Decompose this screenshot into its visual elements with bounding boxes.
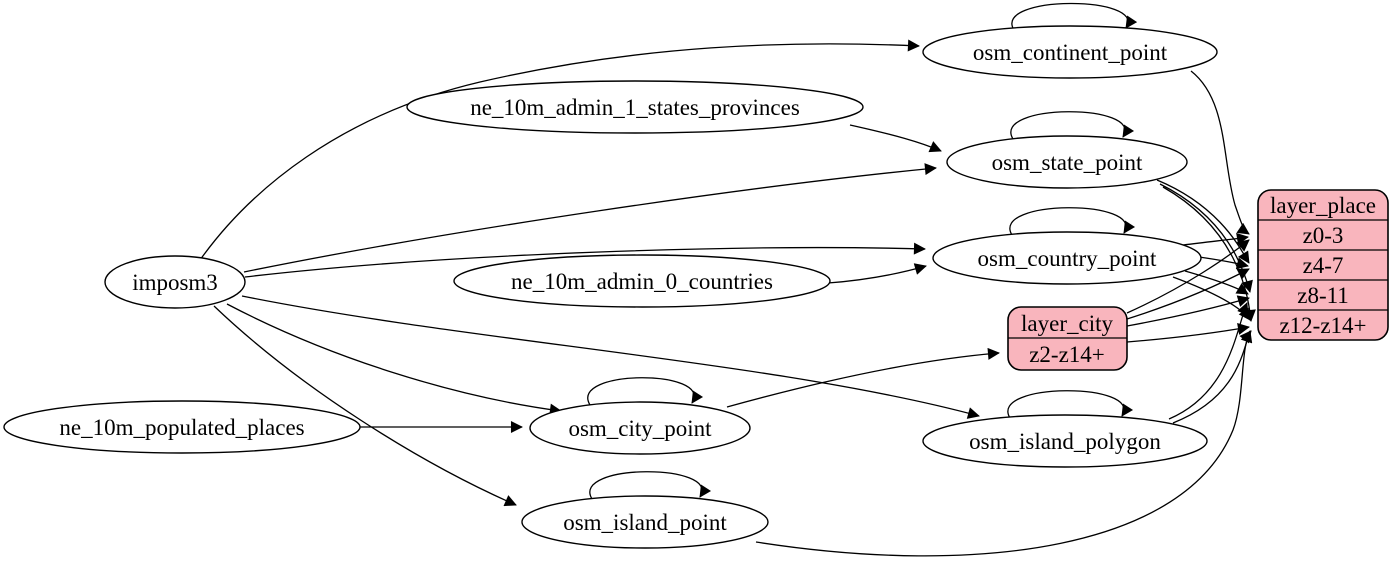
edge-ne-admin0-to-osm-country-point [827, 263, 927, 284]
node-osm-island-polygon: osm_island_polygon [922, 414, 1208, 468]
edge-osm-country-point-to-layer-place-z0-3 [1182, 232, 1249, 246]
node-label: osm_state_point [992, 150, 1143, 175]
edge-osm-island-polygon-to-layer-place-z8-11 [1168, 302, 1249, 420]
node-label: osm_city_point [568, 416, 712, 441]
record-row-z8-11: z8-11 [1297, 283, 1349, 308]
node-label: ne_10m_admin_1_states_provinces [470, 95, 800, 120]
edge-osm-island-point-to-layer-place-z12 [755, 330, 1252, 557]
record-shape [1257, 189, 1389, 341]
self-loop-osm-city-point [587, 377, 704, 406]
node-ne-10m-admin-0-countries: ne_10m_admin_0_countries [453, 254, 831, 308]
self-loop-osm-country-point [1009, 207, 1136, 236]
node-ne-10m-admin-1-states-provinces: ne_10m_admin_1_states_provinces [406, 80, 864, 134]
node-osm-country-point: osm_country_point [932, 231, 1202, 285]
edge-layer-city-to-layer-place-z8-11 [1126, 295, 1250, 327]
edge-osm-country-point-to-layer-place-z4-7 [1198, 256, 1249, 270]
node-label: ne_10m_populated_places [59, 415, 304, 440]
edge-osm-city-point-to-layer-city-z2 [726, 347, 1000, 408]
node-shape [453, 254, 831, 308]
node-osm-city-point: osm_city_point [529, 401, 751, 455]
node-osm-island-point: osm_island_point [521, 495, 769, 549]
node-imposm3: imposm3 [104, 255, 246, 309]
edge-ne-admin1-to-osm-state-point [849, 124, 942, 153]
record-layer-place: layer_place z0-3 z4-7 z8-11 z12-z14+ [1257, 189, 1389, 341]
self-loop-osm-continent-point [1011, 2, 1138, 31]
edge-layer-city-to-layer-place-z4-7 [1126, 268, 1250, 320]
node-shape [104, 255, 246, 309]
edge-imposm3-to-osm-continent-point [199, 39, 920, 261]
node-shape [922, 25, 1218, 79]
node-label: osm_island_polygon [969, 429, 1161, 454]
node-shape [521, 495, 769, 549]
edge-osm-country-point-to-layer-place-z8-11 [1184, 270, 1249, 295]
node-shape [922, 414, 1208, 468]
node-label: osm_country_point [978, 246, 1157, 271]
edge-imposm3-to-osm-state-point [243, 163, 937, 273]
edge-osm-continent-point-to-layer-place-z0-3 [1190, 70, 1250, 235]
node-osm-continent-point: osm_continent_point [922, 25, 1218, 79]
node-shape [3, 400, 361, 454]
self-loop-osm-island-point [589, 471, 712, 500]
record-row-z2-z14: z2-z14+ [1029, 342, 1105, 367]
edge-imposm3-to-osm-island-point [213, 305, 517, 507]
edge-imposm3-to-osm-country-point [244, 242, 926, 278]
node-label: ne_10m_admin_0_countries [511, 269, 773, 294]
node-shape [406, 80, 864, 134]
node-label: osm_island_point [563, 510, 727, 535]
edge-layer-city-to-layer-place-z12 [1126, 323, 1250, 343]
record-title: layer_city [1021, 311, 1113, 336]
record-row-z0-3: z0-3 [1303, 223, 1344, 248]
record-title: layer_place [1270, 193, 1376, 218]
node-ne-10m-populated-places: ne_10m_populated_places [3, 400, 361, 454]
self-loop-osm-island-polygon [1007, 390, 1134, 419]
node-shape [529, 401, 751, 455]
record-row-z4-7: z4-7 [1303, 253, 1344, 278]
node-label: imposm3 [132, 270, 218, 295]
edge-layer-city-to-layer-place-z0-3 [1126, 239, 1250, 314]
self-loop-osm-state-point [1010, 111, 1135, 140]
edge-imposm3-to-osm-island-polygon [241, 295, 980, 419]
edge-imposm3-to-osm-city-point [226, 303, 562, 416]
record-layer-city: layer_city z2-z14+ [1007, 306, 1128, 371]
node-shape [946, 135, 1188, 189]
edge-group [199, 2, 1256, 557]
node-shape [932, 231, 1202, 285]
node-osm-state-point: osm_state_point [946, 135, 1188, 189]
edge-osm-state-point-to-layer-place-z8-11 [1159, 183, 1253, 293]
record-row-z12-z14: z12-z14+ [1279, 313, 1366, 338]
node-label: osm_continent_point [973, 40, 1168, 65]
